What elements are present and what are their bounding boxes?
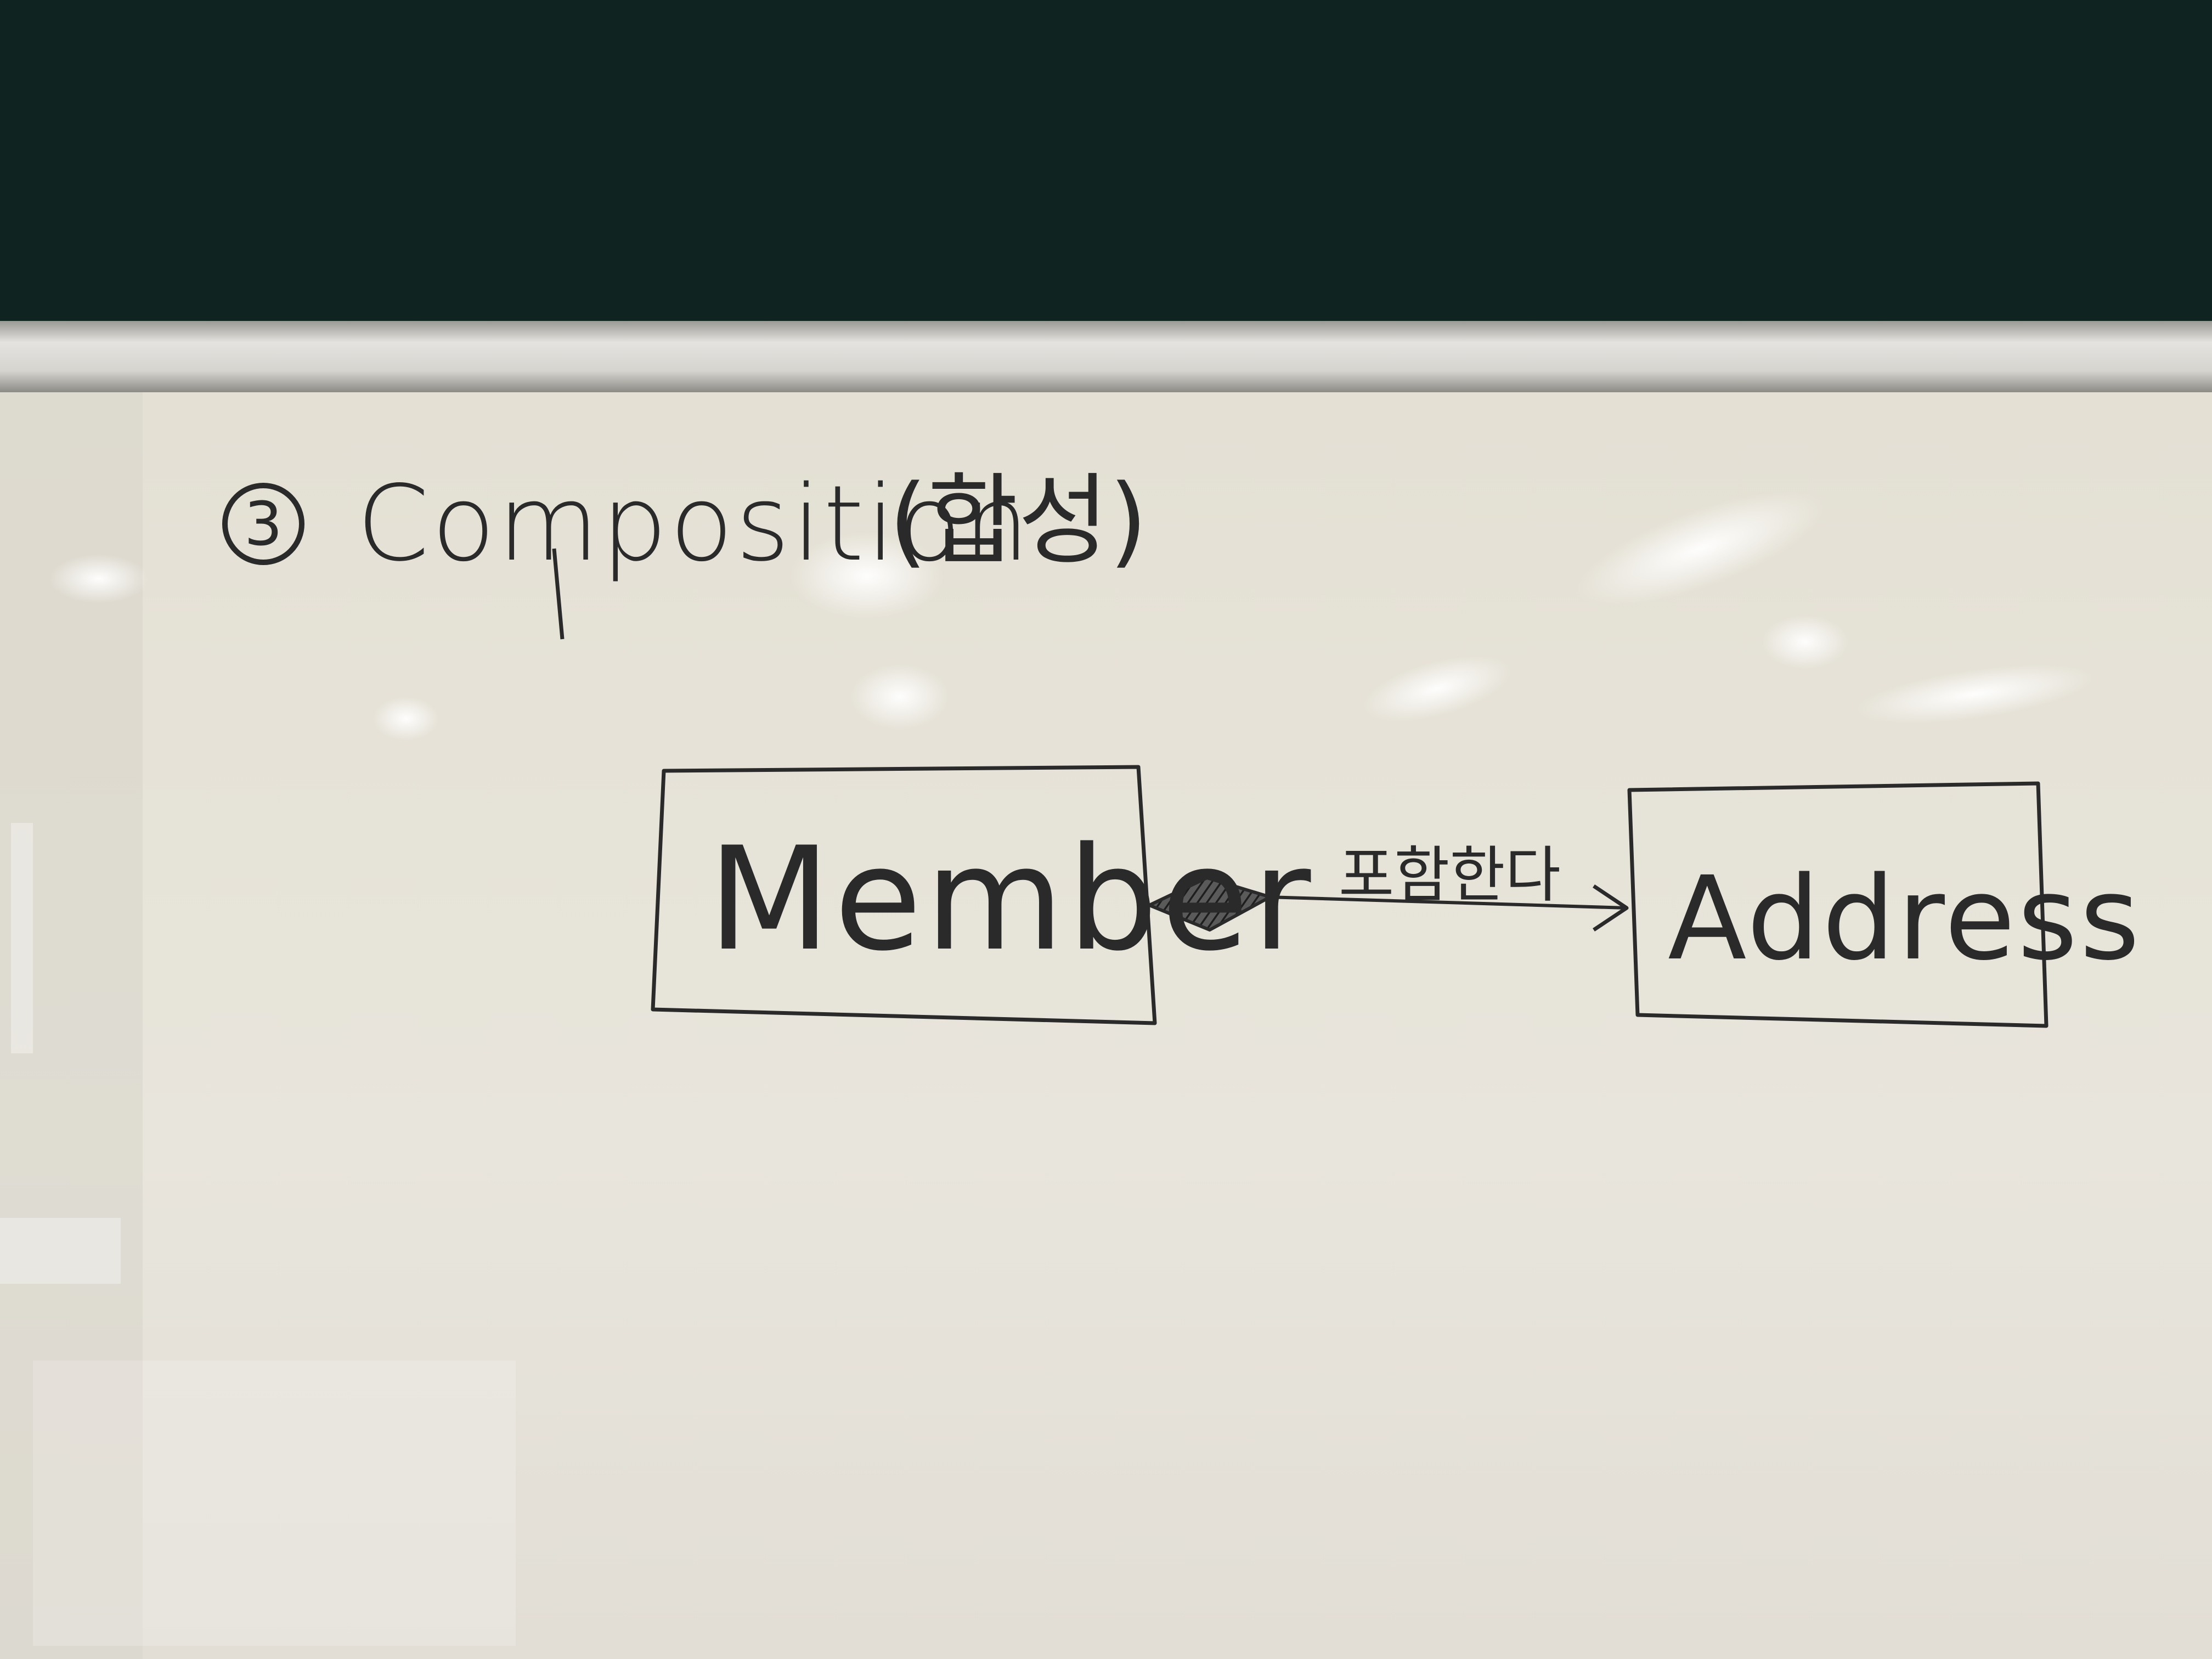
relation-label: 포함한다 — [1339, 840, 1561, 910]
light-glares — [0, 490, 2095, 1646]
address-box — [1627, 781, 2049, 1028]
heading-korean-label: (합성) — [889, 464, 1148, 578]
heading-number: 3 — [222, 483, 304, 565]
relation-line — [1267, 895, 1627, 910]
left-shadow — [0, 392, 143, 1659]
chalkboard-panel — [0, 0, 2212, 324]
member-label: Member — [708, 817, 1314, 983]
member-box — [651, 765, 1157, 1025]
board-rail — [0, 321, 2212, 392]
address-label: Address — [1668, 851, 2142, 986]
whiteboard-surface — [0, 392, 2212, 1659]
composition-diamond — [1148, 876, 1272, 932]
heading-stroke — [552, 548, 565, 640]
heading-title: Composition — [357, 463, 1032, 584]
arrow-head — [1593, 884, 1629, 932]
